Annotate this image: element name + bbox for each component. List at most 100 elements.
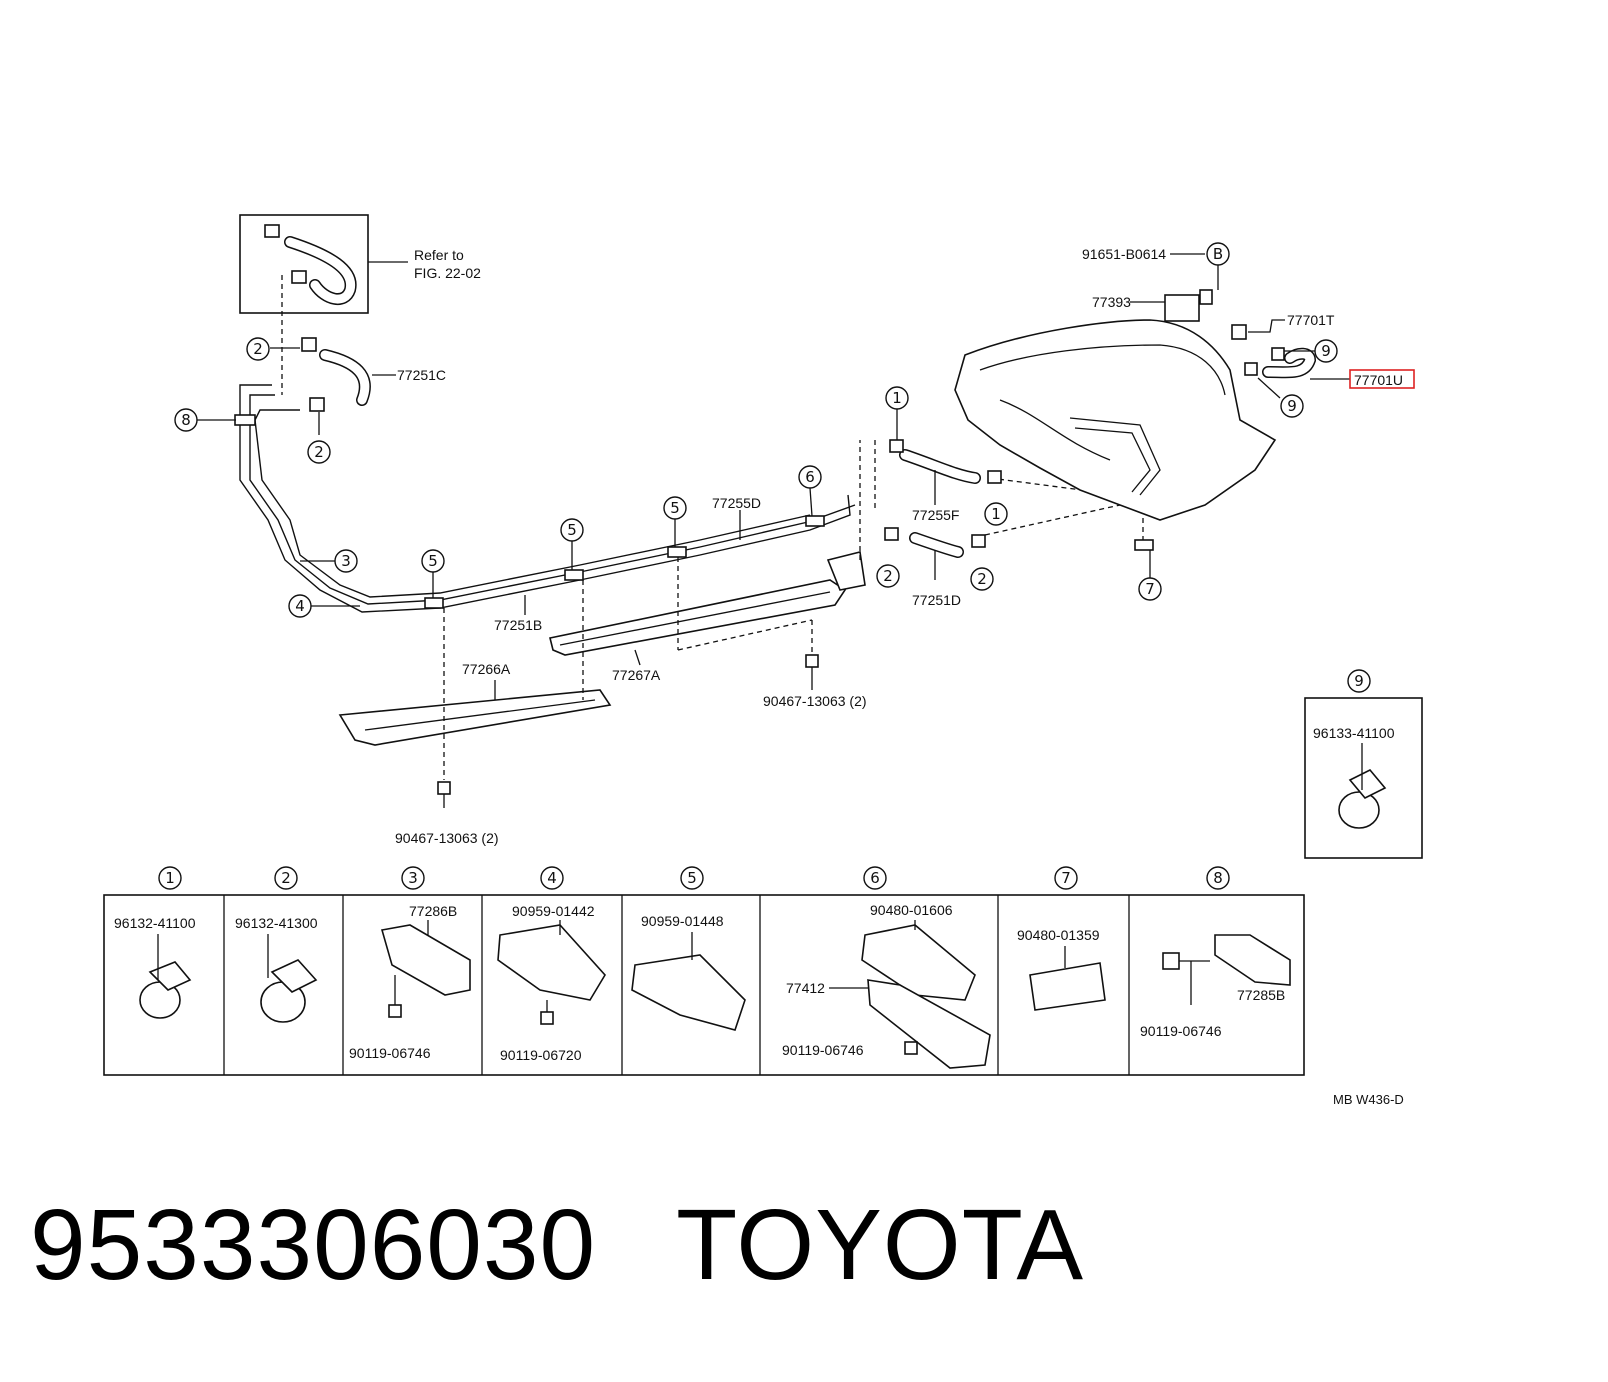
callout-77251b: 77251B: [494, 617, 542, 633]
table-6-part-c: 90119-06746: [782, 1042, 864, 1058]
figure-code: MB W436-D: [1333, 1092, 1404, 1107]
svg-text:6: 6: [870, 869, 880, 887]
refer-note-line1: Refer to: [414, 247, 464, 263]
marker-2-c: 2: [876, 564, 900, 588]
svg-text:5: 5: [567, 521, 577, 539]
hose-77251c-assembly: 77251C: [270, 337, 446, 435]
marker-8: 8: [174, 408, 198, 432]
caption-part-number: 9533306030: [30, 1189, 597, 1301]
svg-text:2: 2: [314, 443, 324, 461]
bolt-90467-lower: 90467-13063 (2): [395, 781, 499, 846]
table-6-part-b: 77412: [786, 980, 825, 996]
parts-table: 1 96132-41100 2 96132-41300 3 77286B 901…: [103, 866, 1305, 1076]
hose-77251d: 77251D: [884, 527, 986, 608]
table-8-part-b: 90119-06746: [1140, 1023, 1222, 1039]
detail-9-marker: 9: [1354, 672, 1364, 690]
table-6-part-a: 90480-01606: [870, 902, 953, 918]
caption-brand: TOYOTA: [676, 1189, 1085, 1301]
table-col-3: 3 77286B 90119-06746: [349, 866, 471, 1061]
table-5-part-a: 90959-01448: [641, 913, 724, 929]
callout-77701t: 77701T: [1287, 312, 1335, 328]
callout-77393: 77393: [1092, 294, 1131, 310]
svg-text:8: 8: [181, 411, 191, 429]
marker-1-a: 1: [885, 386, 909, 410]
svg-text:5: 5: [428, 552, 438, 570]
protector-77266a: 77266A: [338, 661, 612, 746]
svg-text:9: 9: [1287, 397, 1297, 415]
detail-9-part: 96133-41100: [1313, 725, 1395, 741]
table-col-5: 5 90959-01448: [631, 866, 746, 1031]
svg-text:2: 2: [253, 340, 263, 358]
marker-5-b: 5: [560, 518, 584, 542]
svg-text:8: 8: [1213, 869, 1223, 887]
callout-77251d: 77251D: [912, 592, 961, 608]
tank-top-parts: 77393 91651-B0614 77701T 77701U: [1082, 246, 1415, 399]
svg-text:4: 4: [547, 869, 557, 887]
marker-2-d: 2: [970, 567, 994, 591]
callout-77701u: 77701U: [1354, 372, 1403, 388]
detail-box-9: 9 96133-41100: [1304, 669, 1423, 859]
svg-text:B: B: [1213, 245, 1223, 263]
table-3-part-a: 77286B: [409, 903, 457, 919]
marker-7: 7: [1138, 577, 1162, 601]
svg-text:3: 3: [408, 869, 418, 887]
table-col-6: 6 90480-01606 77412 90119-06746: [782, 866, 991, 1069]
table-2-part-a: 96132-41300: [235, 915, 318, 931]
svg-text:2: 2: [281, 869, 291, 887]
svg-text:1: 1: [892, 389, 902, 407]
callout-90467-upper: 90467-13063 (2): [763, 693, 867, 709]
caption: 9533306030 TOYOTA: [30, 1188, 1164, 1303]
reference-inset: Refer to FIG. 22-02: [239, 214, 481, 395]
table-4-part-b: 90119-06720: [500, 1047, 582, 1063]
marker-5-c: 5: [663, 496, 687, 520]
table-col-7: 7 90480-01359: [1017, 866, 1106, 1011]
protector-77267a: 77267A: [549, 551, 866, 683]
refer-note-line2: FIG. 22-02: [414, 265, 481, 281]
callout-77255f: 77255F: [912, 507, 959, 523]
svg-text:3: 3: [341, 552, 351, 570]
table-3-part-b: 90119-06746: [349, 1045, 431, 1061]
table-col-4: 4 90959-01442 90119-06720: [497, 866, 606, 1063]
svg-text:4: 4: [295, 597, 305, 615]
svg-text:6: 6: [805, 468, 815, 486]
svg-text:1: 1: [991, 505, 1001, 523]
dashed-guides: [443, 440, 1144, 780]
bolt-90467-upper: 90467-13063 (2): [763, 654, 867, 709]
fuel-tank: [954, 319, 1277, 551]
marker-9-b: 9: [1280, 394, 1304, 418]
diagram-markers: 2 2 8 3 4 5 5 5 6 1 1 2 2 7 9 9 B: [174, 242, 1338, 618]
svg-text:9: 9: [1321, 342, 1331, 360]
table-4-part-a: 90959-01442: [512, 903, 595, 919]
svg-text:5: 5: [670, 499, 680, 517]
marker-6: 6: [798, 465, 822, 489]
table-col-1: 1 96132-41100: [114, 866, 196, 1019]
callout-77251c: 77251C: [397, 367, 446, 383]
table-1-part-a: 96132-41100: [114, 915, 196, 931]
svg-text:5: 5: [687, 869, 697, 887]
marker-4: 4: [288, 594, 312, 618]
hose-77255f: 77255F: [889, 439, 1002, 523]
marker-1-b: 1: [984, 502, 1008, 526]
callout-90467-lower: 90467-13063 (2): [395, 830, 499, 846]
marker-b: B: [1206, 242, 1230, 266]
marker-9-a: 9: [1314, 339, 1338, 363]
marker-2-top: 2: [246, 337, 270, 361]
svg-text:2: 2: [977, 570, 987, 588]
callout-77267a: 77267A: [612, 667, 661, 683]
fuel-pipes: [234, 384, 856, 613]
callout-91651-b0614: 91651-B0614: [1082, 246, 1166, 262]
svg-text:1: 1: [165, 869, 175, 887]
callout-77266a: 77266A: [462, 661, 511, 677]
table-col-2: 2 96132-41300: [235, 866, 318, 1023]
svg-text:7: 7: [1145, 580, 1155, 598]
marker-5-a: 5: [421, 549, 445, 573]
marker-2-left: 2: [307, 440, 331, 464]
svg-text:2: 2: [883, 567, 893, 585]
table-7-part-a: 90480-01359: [1017, 927, 1100, 943]
table-col-8: 8 77285B 90119-06746: [1140, 866, 1291, 1039]
svg-text:7: 7: [1061, 869, 1071, 887]
table-8-part-a: 77285B: [1237, 987, 1285, 1003]
marker-3: 3: [334, 549, 358, 573]
callout-77255d: 77255D: [712, 495, 761, 511]
